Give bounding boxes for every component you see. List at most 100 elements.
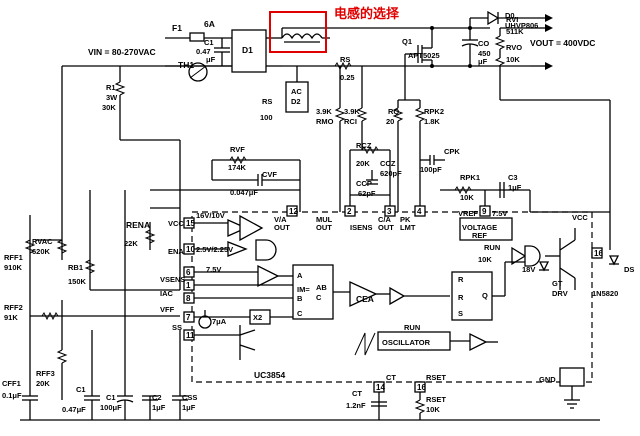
svg-text:100: 100 bbox=[260, 113, 273, 122]
svg-text:RVF: RVF bbox=[230, 145, 245, 154]
svg-text:20K: 20K bbox=[356, 159, 370, 168]
gt-label: GT bbox=[552, 279, 563, 288]
svg-text:RVO: RVO bbox=[506, 43, 522, 52]
svg-text:174K: 174K bbox=[228, 163, 247, 172]
svg-text:3.9K: 3.9K bbox=[316, 107, 332, 116]
svg-text:μF: μF bbox=[478, 57, 488, 66]
svg-text:CCZ: CCZ bbox=[380, 159, 396, 168]
svg-text:450: 450 bbox=[478, 49, 491, 58]
svg-text:C: C bbox=[316, 293, 322, 302]
inductor-highlight bbox=[269, 11, 327, 53]
pin-boxes bbox=[183, 205, 603, 393]
svg-text:B: B bbox=[297, 294, 303, 303]
svg-text:RVAC: RVAC bbox=[32, 237, 53, 246]
svg-text:VREF: VREF bbox=[458, 209, 478, 218]
svg-text:CPK: CPK bbox=[444, 147, 460, 156]
power-stage bbox=[61, 10, 553, 240]
svg-text:C3: C3 bbox=[508, 173, 518, 182]
mult-a-label: A bbox=[297, 271, 303, 280]
svg-text:RS: RS bbox=[340, 55, 350, 64]
svg-text:22K: 22K bbox=[124, 239, 138, 248]
svg-text:4: 4 bbox=[417, 207, 422, 216]
svg-text:150K: 150K bbox=[68, 277, 87, 286]
svg-text:ENA: ENA bbox=[168, 247, 184, 256]
mul-out-label-2: OUT bbox=[316, 223, 332, 232]
svg-text:RFF2: RFF2 bbox=[4, 303, 23, 312]
svg-text:16: 16 bbox=[594, 249, 603, 258]
svg-text:C1: C1 bbox=[106, 393, 116, 402]
svg-text:30K: 30K bbox=[102, 103, 116, 112]
svg-text:D2: D2 bbox=[291, 97, 301, 106]
svg-text:10K: 10K bbox=[478, 255, 492, 264]
svg-text:CO: CO bbox=[478, 39, 489, 48]
drv-label: DRV bbox=[552, 289, 568, 298]
svg-text:RCZ: RCZ bbox=[356, 141, 372, 150]
svg-text:μF: μF bbox=[206, 55, 216, 64]
svg-text:100μF: 100μF bbox=[100, 403, 122, 412]
svg-text:CFF1: CFF1 bbox=[2, 379, 21, 388]
svg-text:10: 10 bbox=[186, 245, 195, 254]
svg-text:10K: 10K bbox=[426, 405, 440, 414]
voltage-ref-label-2: REF bbox=[472, 231, 487, 240]
inductor-annotation: 电感的选择 bbox=[334, 6, 400, 22]
svg-text:TH1: TH1 bbox=[178, 60, 194, 70]
svg-text:620pF: 620pF bbox=[380, 169, 402, 178]
mul-out-label: MUL bbox=[316, 215, 333, 224]
svg-text:1: 1 bbox=[186, 281, 191, 290]
pk-lmt-label-2: LMT bbox=[400, 223, 416, 232]
svg-text:R: R bbox=[458, 275, 464, 284]
svg-text:RPK2: RPK2 bbox=[424, 107, 444, 116]
svg-text:10K: 10K bbox=[506, 55, 520, 64]
ca-out-label-2: OUT bbox=[378, 223, 394, 232]
svg-text:VFF: VFF bbox=[160, 305, 175, 314]
svg-text:0.047μF: 0.047μF bbox=[230, 188, 258, 197]
svg-text:1μF: 1μF bbox=[182, 403, 196, 412]
svg-text:620K: 620K bbox=[32, 247, 51, 256]
svg-text:D1: D1 bbox=[242, 45, 253, 55]
svg-text:RQ: RQ bbox=[388, 107, 399, 116]
svg-text:CEA: CEA bbox=[356, 294, 374, 304]
ct-label-2: CT bbox=[352, 389, 362, 398]
svg-text:0.25: 0.25 bbox=[340, 73, 355, 82]
svg-text:GND: GND bbox=[539, 375, 556, 384]
svg-text:2.5V/2.25V: 2.5V/2.25V bbox=[196, 245, 233, 254]
svg-text:1.2nF: 1.2nF bbox=[346, 401, 366, 410]
svg-text:UHVP806: UHVP806 bbox=[505, 21, 538, 30]
svg-text:RUN: RUN bbox=[484, 243, 500, 252]
svg-text:RPK1: RPK1 bbox=[460, 173, 480, 182]
sense-network bbox=[150, 54, 611, 250]
svg-text:7.5V: 7.5V bbox=[492, 209, 507, 218]
va-out-label: V/A bbox=[274, 215, 287, 224]
svg-text:1N5820: 1N5820 bbox=[592, 289, 618, 298]
svg-text:20: 20 bbox=[386, 117, 394, 126]
svg-text:RB1: RB1 bbox=[68, 263, 83, 272]
svg-text:7.5V: 7.5V bbox=[206, 265, 221, 274]
svg-text:DS: DS bbox=[624, 265, 634, 274]
svg-text:RFF1: RFF1 bbox=[4, 253, 23, 262]
svg-text:8: 8 bbox=[186, 294, 191, 303]
svg-text:7μA: 7μA bbox=[212, 317, 227, 326]
svg-text:RS: RS bbox=[262, 97, 272, 106]
svg-text:0.47μF: 0.47μF bbox=[62, 405, 86, 414]
svg-text:C2: C2 bbox=[152, 393, 162, 402]
svg-text:1μF: 1μF bbox=[152, 403, 166, 412]
svg-text:1.8K: 1.8K bbox=[424, 117, 440, 126]
svg-text:ISENS: ISENS bbox=[350, 223, 373, 232]
svg-text:16V/10V: 16V/10V bbox=[196, 211, 225, 220]
svg-text:AC: AC bbox=[291, 87, 302, 96]
svg-text:IAC: IAC bbox=[160, 289, 174, 298]
ic-internals bbox=[183, 205, 620, 420]
svg-text:RCI: RCI bbox=[344, 117, 357, 126]
svg-text:3.9K: 3.9K bbox=[344, 107, 360, 116]
svg-text:14: 14 bbox=[376, 383, 385, 392]
svg-text:7: 7 bbox=[186, 313, 191, 322]
svg-text:10K: 10K bbox=[460, 193, 474, 202]
va-out-label-2: OUT bbox=[274, 223, 290, 232]
svg-text:OSCILLATOR: OSCILLATOR bbox=[382, 338, 431, 347]
svg-text:R: R bbox=[458, 293, 464, 302]
svg-text:100pF: 100pF bbox=[420, 165, 442, 174]
svg-text:RSET: RSET bbox=[426, 373, 446, 382]
svg-text:UC3854: UC3854 bbox=[254, 370, 285, 380]
mult-c-label: C bbox=[297, 309, 303, 318]
svg-text:Q: Q bbox=[482, 291, 488, 300]
